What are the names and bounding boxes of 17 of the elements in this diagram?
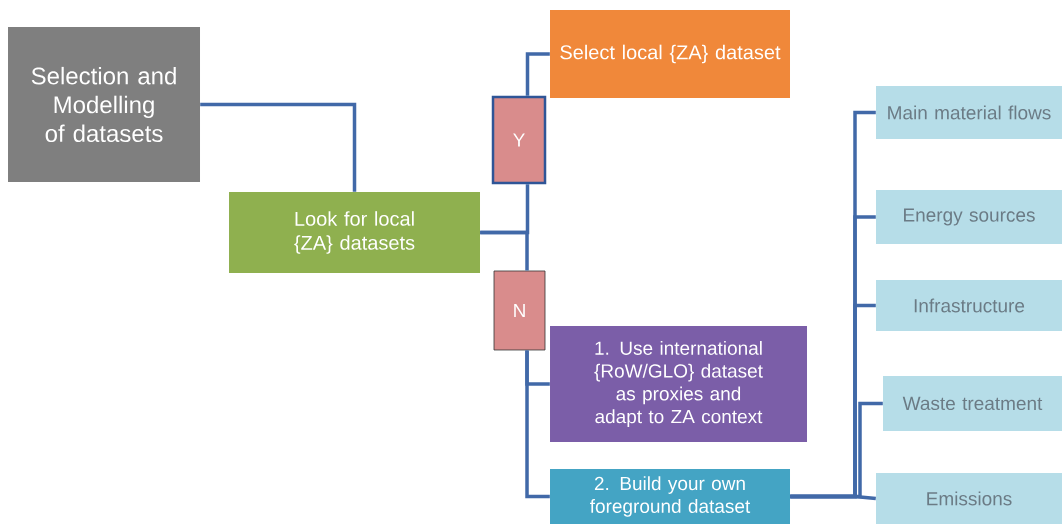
category-box: Waste treatment bbox=[883, 376, 1062, 431]
category-box: Infrastructure bbox=[876, 280, 1062, 331]
connector-line bbox=[480, 230, 529, 271]
process-box: 1. Use international {RoW/GLO} dataset as proxies and adapt to ZA context bbox=[550, 326, 807, 442]
process-box: Look for local {ZA} datasets bbox=[229, 192, 480, 273]
decision-box: N bbox=[493, 270, 546, 351]
decision-box: Y bbox=[491, 95, 547, 185]
connector-line bbox=[525, 52, 550, 96]
connector-line bbox=[525, 350, 550, 499]
connector-line bbox=[200, 102, 357, 192]
process-box: Select local {ZA} dataset bbox=[550, 10, 790, 98]
category-box: Emissions bbox=[876, 473, 1062, 524]
process-box: 2. Build your own foreground dataset bbox=[550, 469, 790, 524]
process-box: Selection and Modelling of datasets bbox=[8, 27, 200, 182]
connector-line bbox=[790, 494, 876, 501]
category-box: Energy sources bbox=[876, 190, 1062, 244]
category-box: Main material flows bbox=[876, 86, 1062, 139]
